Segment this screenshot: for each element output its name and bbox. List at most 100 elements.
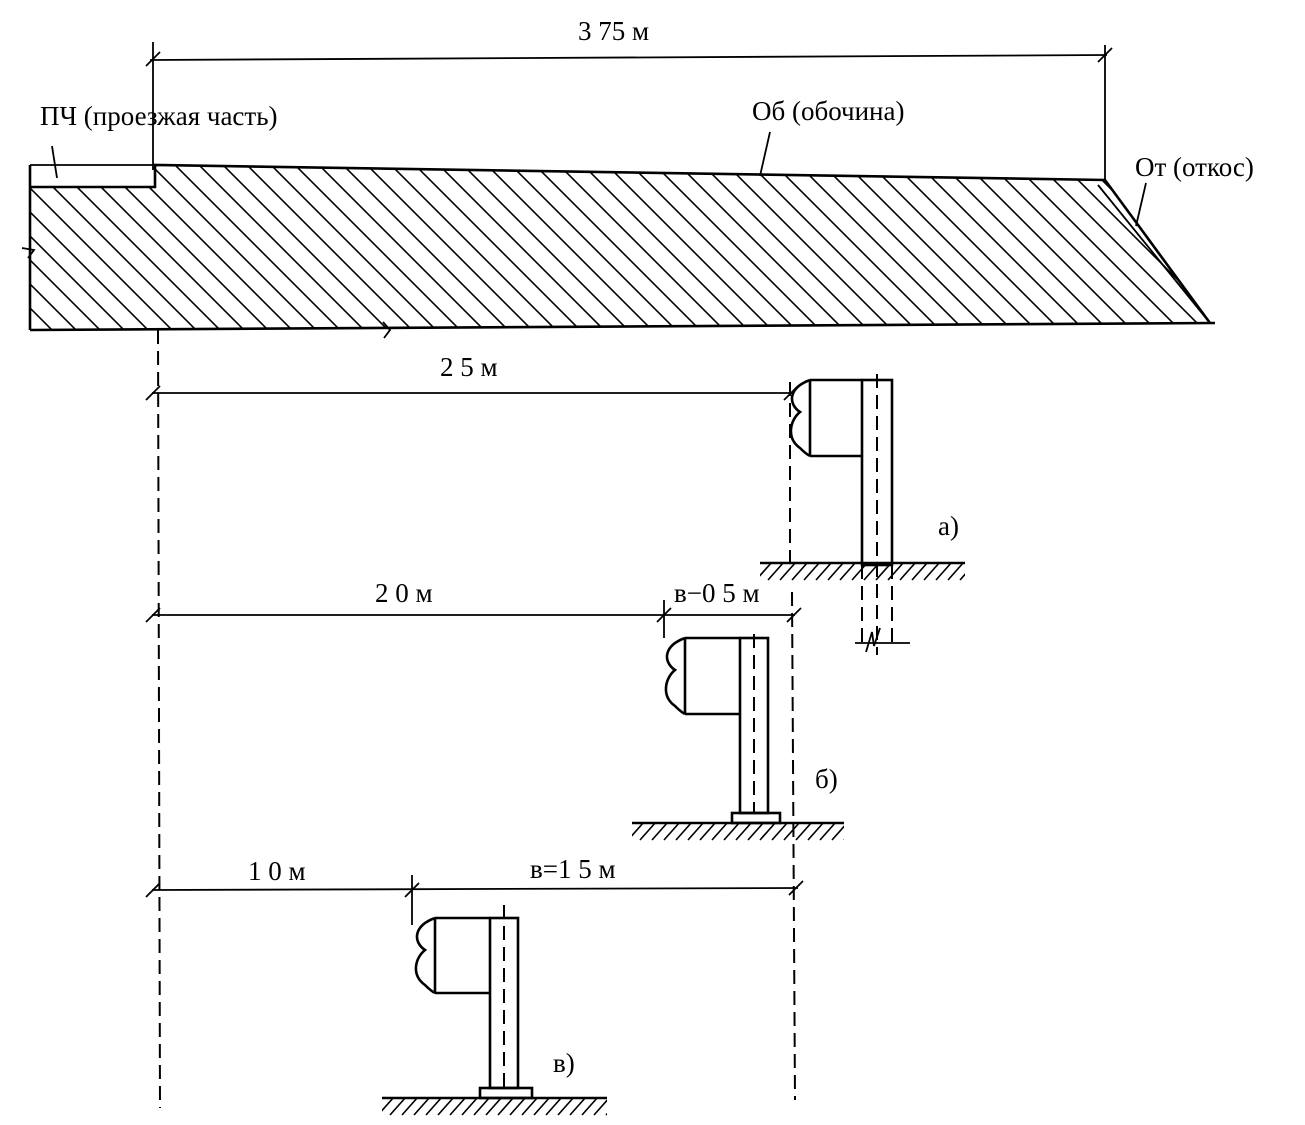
ground-hatch-line [807, 822, 825, 841]
ground-hatch-line [509, 1097, 527, 1116]
road-hatch-line [135, 165, 327, 330]
ground-hatch-line [923, 562, 941, 581]
ground-hatch-line [947, 562, 965, 581]
road-hatch-line [423, 165, 615, 330]
road-hatch-line [951, 165, 1143, 330]
variant-c: 1 0 м в=1 5 м в) [145, 854, 804, 1116]
road-hatch-line [567, 165, 759, 330]
road-hatch-line [303, 165, 495, 330]
road-hatch-line [519, 165, 711, 330]
road-hatch-line [615, 165, 807, 330]
ground-hatch-line [675, 822, 693, 841]
ground-hatch-line [747, 822, 765, 841]
ground-hatch-line [605, 1112, 607, 1116]
road-hatch-line [543, 165, 735, 330]
ground-hatch-line [663, 822, 681, 841]
shoulder-label: Об (обочина) [752, 96, 904, 126]
ground-hatch-line [791, 562, 809, 581]
ground-hatch-line [382, 1097, 395, 1112]
ground-hatch-line [935, 562, 953, 581]
ground-hatch-line [831, 825, 844, 841]
dimension-c-label: 1 0 м [248, 856, 306, 886]
road-hatch-line [63, 165, 255, 330]
road-hatch-line [639, 165, 831, 330]
ground-hatch-line [827, 562, 845, 581]
ground-hatch-line [771, 822, 789, 841]
ground-hatch-line [687, 822, 705, 841]
dimension-b-label: 2 0 м [375, 578, 433, 608]
ground-hatch-line [699, 822, 717, 841]
road-hatch-line [30, 165, 183, 330]
road-hatch-line [999, 165, 1191, 330]
variant-b: 2 0 м в−0 5 м б) [145, 578, 844, 1101]
road-hatch-line [279, 165, 471, 330]
road-hatch-line [471, 165, 663, 330]
road-hatch-line [30, 165, 135, 330]
road-hatch-line [183, 165, 375, 330]
ground-hatch-line [632, 822, 645, 837]
road-hatch-line [39, 165, 231, 330]
ground-hatch-line [899, 562, 917, 581]
road-hatch-line [207, 165, 399, 330]
ground-hatch-line [711, 822, 729, 841]
ground-hatch-line [795, 822, 813, 841]
ground-hatch-line [735, 822, 753, 841]
road-cross-section [0, 150, 1305, 340]
dimension-total-label: 3 75 м [578, 16, 649, 46]
variant-b-label: б) [815, 764, 838, 794]
ground-hatch-line [972, 562, 988, 580]
dimension-b-width-label: в−0 5 м [674, 578, 760, 608]
ground-hatch-line [759, 822, 777, 841]
ground-hatch-line [839, 562, 857, 581]
variant-a: 2 5 м а) [145, 352, 988, 655]
ground-hatch-line [911, 562, 929, 581]
ground-hatch-line [887, 562, 905, 581]
barrier-beam-a [789, 378, 862, 458]
ground-hatch-line [557, 1097, 575, 1116]
dimension-a-label: 2 5 м [440, 352, 498, 382]
reference-line [157, 329, 161, 1109]
ground-hatch-line [875, 562, 893, 581]
road-hatch-line [111, 165, 303, 330]
road-hatch-line [855, 165, 1047, 330]
ground-hatch-line [863, 562, 881, 581]
barrier-beam-c [414, 916, 490, 995]
ground-hatch-line [521, 1097, 539, 1116]
road-hatch-line [807, 165, 999, 330]
ground-hatch-line [569, 1097, 587, 1116]
road-hatch-line [1288, 150, 1305, 340]
road-hatch-line [591, 165, 783, 330]
road-hatch-line [759, 165, 951, 330]
road-hatch-line [1264, 150, 1305, 340]
ground-hatch-line [593, 1099, 607, 1116]
variant-a-label: а) [938, 511, 959, 541]
road-hatch-line [927, 165, 1119, 330]
ground-hatch-line [803, 562, 821, 581]
ground-hatch-line [723, 822, 741, 841]
ground-hatch-line [401, 1097, 419, 1116]
road-hatch-line [831, 165, 1023, 330]
road-hatch-line [711, 165, 903, 330]
road-hatch-line [255, 165, 447, 330]
ground-hatch-line [819, 822, 837, 841]
road-hatch-line [231, 165, 423, 330]
road-hatch-line [0, 150, 14, 340]
road-hatch-line [351, 165, 543, 330]
ground-hatch-line [473, 1097, 491, 1116]
road-hatch-line [30, 165, 207, 330]
road-hatch-line [735, 165, 927, 330]
ground-hatch-line [767, 562, 785, 581]
ground-hatch-line [389, 1097, 407, 1116]
ground-hatch-line [783, 822, 801, 841]
road-hatch-line [327, 165, 519, 330]
road-hatch-line [30, 165, 159, 330]
dimension-c-width-label: в=1 5 м [530, 854, 616, 884]
ground-hatch-line [843, 838, 844, 840]
ground-hatch-line [632, 822, 633, 824]
label-leaders [51, 131, 1147, 227]
variant-c-label: в) [553, 1048, 575, 1078]
ground-hatch-line [437, 1097, 455, 1116]
slope-label: От (откос) [1135, 152, 1254, 182]
ground-hatch-line [651, 822, 669, 841]
